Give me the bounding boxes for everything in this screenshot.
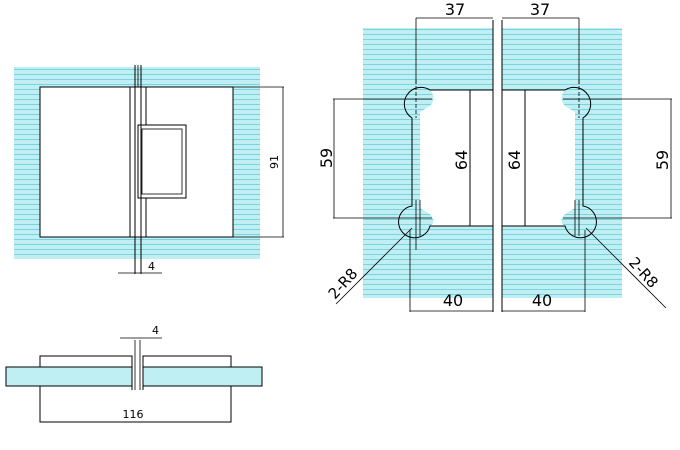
bottom-lower-plate [39, 385, 232, 423]
cutout-dim-64-left: 64 [452, 150, 471, 170]
front-dim-91-label: 91 [268, 155, 281, 169]
front-view: 91 4 [14, 65, 284, 274]
cutout-dim-40-right: 40 [532, 291, 552, 310]
cutout-dim-59-left: 59 [317, 148, 336, 168]
front-left-plate [39, 86, 131, 238]
cutout-right-glass [502, 28, 622, 298]
cutout-dim-40-left: 40 [443, 291, 463, 310]
cutout-left-glass [363, 28, 493, 298]
bottom-dim-116-label: 116 [123, 408, 144, 421]
cutout-right-notch [502, 86, 597, 239]
cutout-dim-37-left: 37 [445, 0, 465, 19]
bottom-upper-left-plate [39, 355, 133, 368]
cutout-left-notch [398, 86, 493, 239]
cutout-dim-64-right: 64 [505, 150, 524, 170]
cutout-view: 37 37 59 59 64 64 40 40 2-R8 2-R8 [317, 0, 672, 312]
bottom-glass-gap [132, 362, 143, 390]
bottom-view: 4 116 [5, 324, 263, 423]
front-knuckle-inner [141, 128, 183, 195]
cutout-dim-59-right: 59 [653, 150, 672, 170]
front-dim-4-label: 4 [148, 260, 155, 273]
cutout-dim-37-right: 37 [530, 0, 550, 19]
front-knuckle-block [137, 124, 187, 199]
bottom-upper-right-plate [142, 355, 232, 368]
bottom-dim-4-label: 4 [152, 324, 159, 337]
